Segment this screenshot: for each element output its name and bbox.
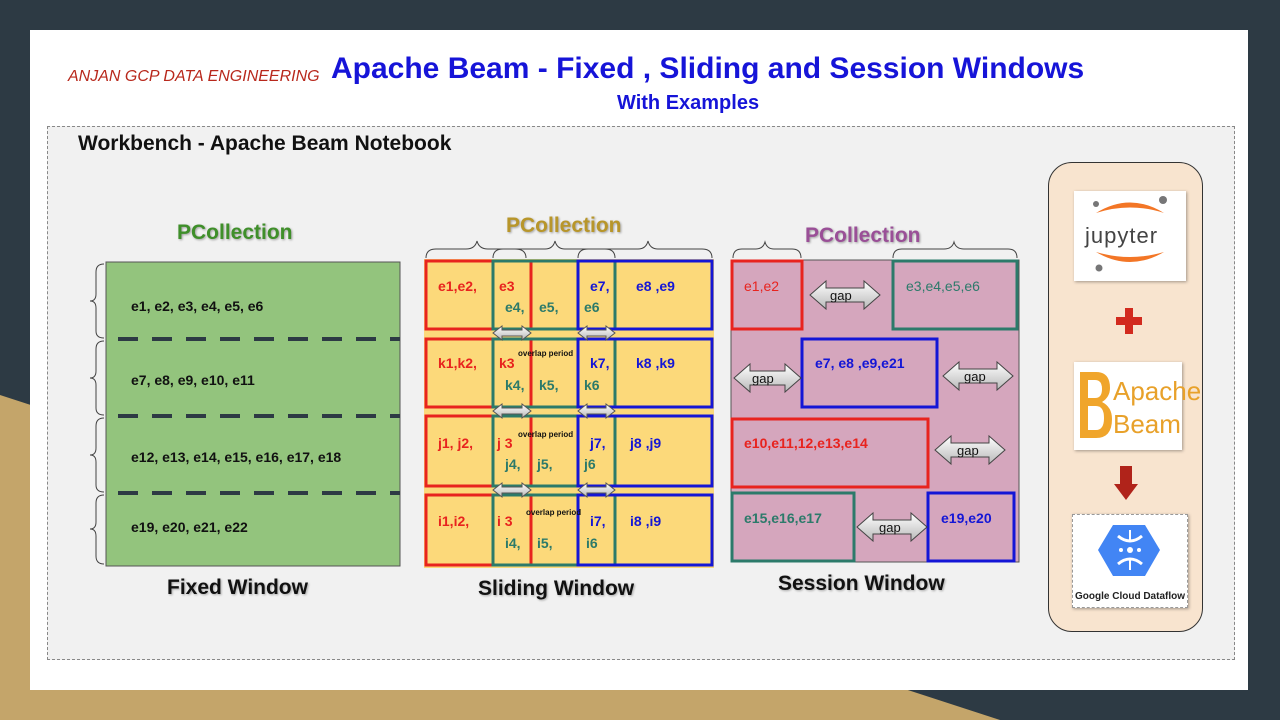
sliding-cell: k4, (505, 377, 525, 393)
workbench-label: Workbench - Apache Beam Notebook (78, 132, 452, 155)
sliding-cell: k7, (590, 355, 610, 371)
overlap-period-label: overlap period (526, 508, 582, 517)
sliding-cell: j5, (537, 456, 553, 472)
session-window-diagram (730, 240, 1020, 563)
jupyter-logo-text: jupyter (1085, 223, 1159, 248)
sliding-cell: e7, (590, 278, 610, 294)
fixed-row-1: e1, e2, e3, e4, e5, e6 (131, 298, 264, 314)
brand-label: ANJAN GCP DATA ENGINEERING (68, 68, 320, 85)
sliding-cell: j7, (590, 435, 606, 451)
sliding-cell: i4, (505, 535, 521, 551)
sliding-cell: e3 (499, 278, 515, 294)
sliding-window-caption: Sliding Window (478, 577, 635, 600)
sliding-cell: j1, j2, (438, 435, 474, 451)
fixed-row-3: e12, e13, e14, e15, e16, e17, e18 (131, 449, 342, 465)
sliding-cell: k8 ,k9 (636, 355, 675, 371)
sliding-cell: k1,k2, (438, 355, 477, 371)
sliding-cell: e1,e2, (438, 278, 477, 294)
session-window-1: e1,e2 (744, 278, 780, 294)
session-window-3: e7, e8 ,e9,e21 (815, 355, 905, 371)
overlap-period-label: overlap period (518, 430, 574, 439)
gap-label: gap (830, 288, 852, 303)
sliding-cell: i6 (586, 535, 598, 551)
sliding-cell: e8 ,e9 (636, 278, 675, 294)
sliding-cell: i1,i2, (438, 513, 470, 529)
gap-label: gap (957, 443, 979, 458)
sliding-window-diagram (424, 240, 714, 568)
overlap-period-label: overlap period (518, 349, 574, 358)
fixed-pcollection-label: PCollection (177, 221, 293, 244)
session-pcollection-label: PCollection (805, 224, 921, 247)
session-window-2: e3,e4,e5,e6 (906, 278, 980, 294)
sliding-cell: i8 ,i9 (630, 513, 662, 529)
gap-label: gap (964, 369, 986, 384)
apache-beam-text-line1: Apache (1113, 376, 1202, 406)
sliding-cell: i 3 (497, 513, 513, 529)
sliding-cell: e4, (505, 299, 525, 315)
fixed-window-diagram (89, 261, 401, 567)
page-subtitle: With Examples (617, 92, 760, 114)
dataflow-icon (1098, 525, 1160, 576)
sliding-cell: e6 (584, 299, 600, 315)
arrow-down-icon (1114, 466, 1138, 500)
sliding-cell: j 3 (497, 435, 513, 451)
sliding-cell: i5, (537, 535, 553, 551)
fixed-window-caption: Fixed Window (167, 576, 308, 599)
gap-label: gap (879, 520, 901, 535)
sliding-cell: e5, (539, 299, 559, 315)
sliding-cell: k3 (499, 355, 515, 371)
jupyter-icon (1096, 202, 1164, 213)
gap-label: gap (752, 371, 774, 386)
sliding-cell: j4, (505, 456, 521, 472)
sliding-cell: j8 ,j9 (630, 435, 662, 451)
sliding-cell: k6 (584, 377, 600, 393)
sliding-pcollection-label: PCollection (506, 214, 622, 237)
dataflow-label: Google Cloud Dataflow (1075, 591, 1185, 602)
sliding-cell: i7, (590, 513, 606, 529)
session-window-6: e19,e20 (941, 510, 992, 526)
apache-beam-text-line2: Beam (1113, 409, 1181, 439)
plus-icon (1116, 308, 1142, 334)
fixed-row-4: e19, e20, e21, e22 (131, 519, 248, 535)
apache-beam-icon (1080, 372, 1112, 438)
session-window-caption: Session Window (778, 572, 945, 595)
fixed-row-2: e7, e8, e9, e10, e11 (131, 372, 255, 388)
sliding-cell: k5, (539, 377, 559, 393)
session-window-5: e15,e16,e17 (744, 510, 822, 526)
session-window-4: e10,e11,12,e13,e14 (744, 435, 868, 451)
sliding-cell: j6 (584, 456, 596, 472)
page-title: Apache Beam - Fixed , Sliding and Sessio… (331, 52, 1085, 85)
